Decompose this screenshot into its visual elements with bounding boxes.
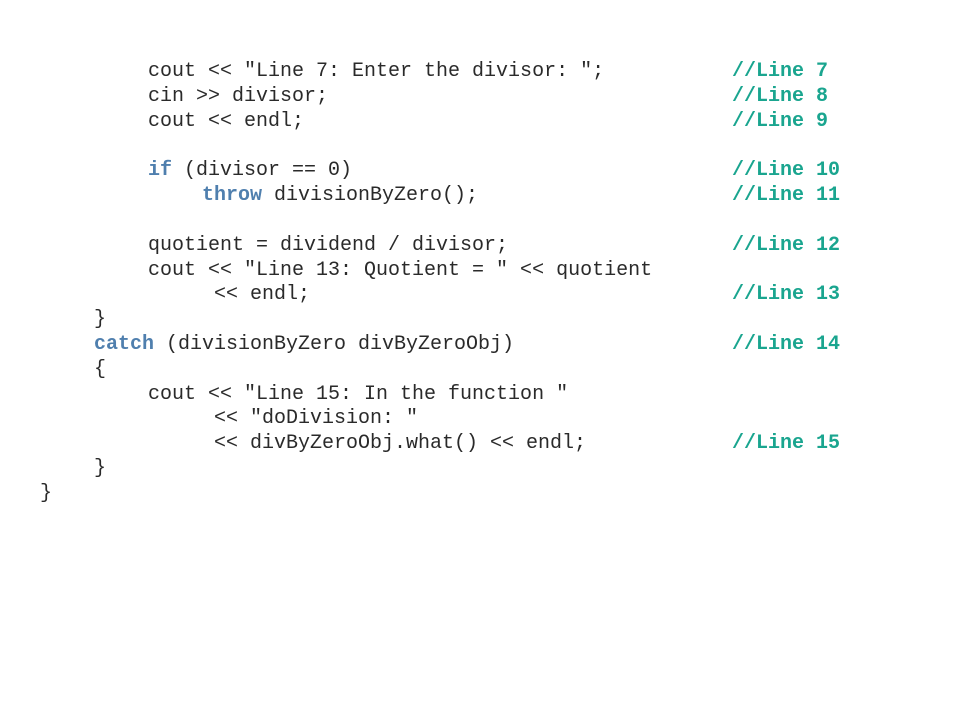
code-text: cout << "Line 7: Enter the divisor: "; <box>148 60 605 83</box>
line-comment: //Line 14 <box>732 333 841 356</box>
line-comment: //Line 9 <box>732 110 829 133</box>
keyword-throw: throw <box>202 184 263 207</box>
code-line: cout << "Line 13: Quotient = " << quotie… <box>0 259 960 283</box>
line-comment: //Line 10 <box>732 159 841 182</box>
code-text: (divisor == 0) <box>172 159 353 182</box>
code-line: << divByZeroObj.what() << endl; //Line 1… <box>0 432 960 456</box>
code-line: } <box>0 482 960 506</box>
code-text: divisionByZero(); <box>262 184 479 207</box>
code-text: << divByZeroObj.what() << endl; <box>214 432 587 455</box>
code-text: cout << "Line 15: In the function " <box>148 383 569 406</box>
closing-brace: } <box>94 457 107 480</box>
closing-brace: } <box>40 482 53 505</box>
code-line: catch (divisionByZero divByZeroObj) //Li… <box>0 333 960 357</box>
code-line: cout << "Line 7: Enter the divisor: "; /… <box>0 60 960 84</box>
keyword-catch: catch <box>94 333 155 356</box>
code-text: quotient = dividend / divisor; <box>148 234 509 257</box>
code-line: cin >> divisor; //Line 8 <box>0 85 960 109</box>
line-comment: //Line 12 <box>732 234 841 257</box>
code-text: (divisionByZero divByZeroObj) <box>154 333 515 356</box>
code-line: } <box>0 457 960 481</box>
code-text: cout << "Line 13: Quotient = " << quotie… <box>148 259 653 282</box>
code-line: } <box>0 308 960 332</box>
code-line: cout << "Line 15: In the function " <box>0 383 960 407</box>
keyword-if: if <box>148 159 173 182</box>
line-comment: //Line 11 <box>732 184 841 207</box>
code-text: << "doDivision: " <box>214 407 419 430</box>
code-line: << "doDivision: " <box>0 407 960 431</box>
line-comment: //Line 15 <box>732 432 841 455</box>
opening-brace: { <box>94 358 107 381</box>
code-text: cout << endl; <box>148 110 305 133</box>
code-line: << endl; //Line 13 <box>0 283 960 307</box>
code-line: if (divisor == 0) //Line 10 <box>0 159 960 183</box>
closing-brace: } <box>94 308 107 331</box>
code-line: { <box>0 358 960 382</box>
line-comment: //Line 13 <box>732 283 841 306</box>
line-comment: //Line 7 <box>732 60 829 83</box>
code-line: quotient = dividend / divisor; //Line 12 <box>0 234 960 258</box>
code-text: << endl; <box>214 283 311 306</box>
code-line: cout << endl; //Line 9 <box>0 110 960 134</box>
line-comment: //Line 8 <box>732 85 829 108</box>
code-text: cin >> divisor; <box>148 85 329 108</box>
code-line: throw divisionByZero(); //Line 11 <box>0 184 960 208</box>
